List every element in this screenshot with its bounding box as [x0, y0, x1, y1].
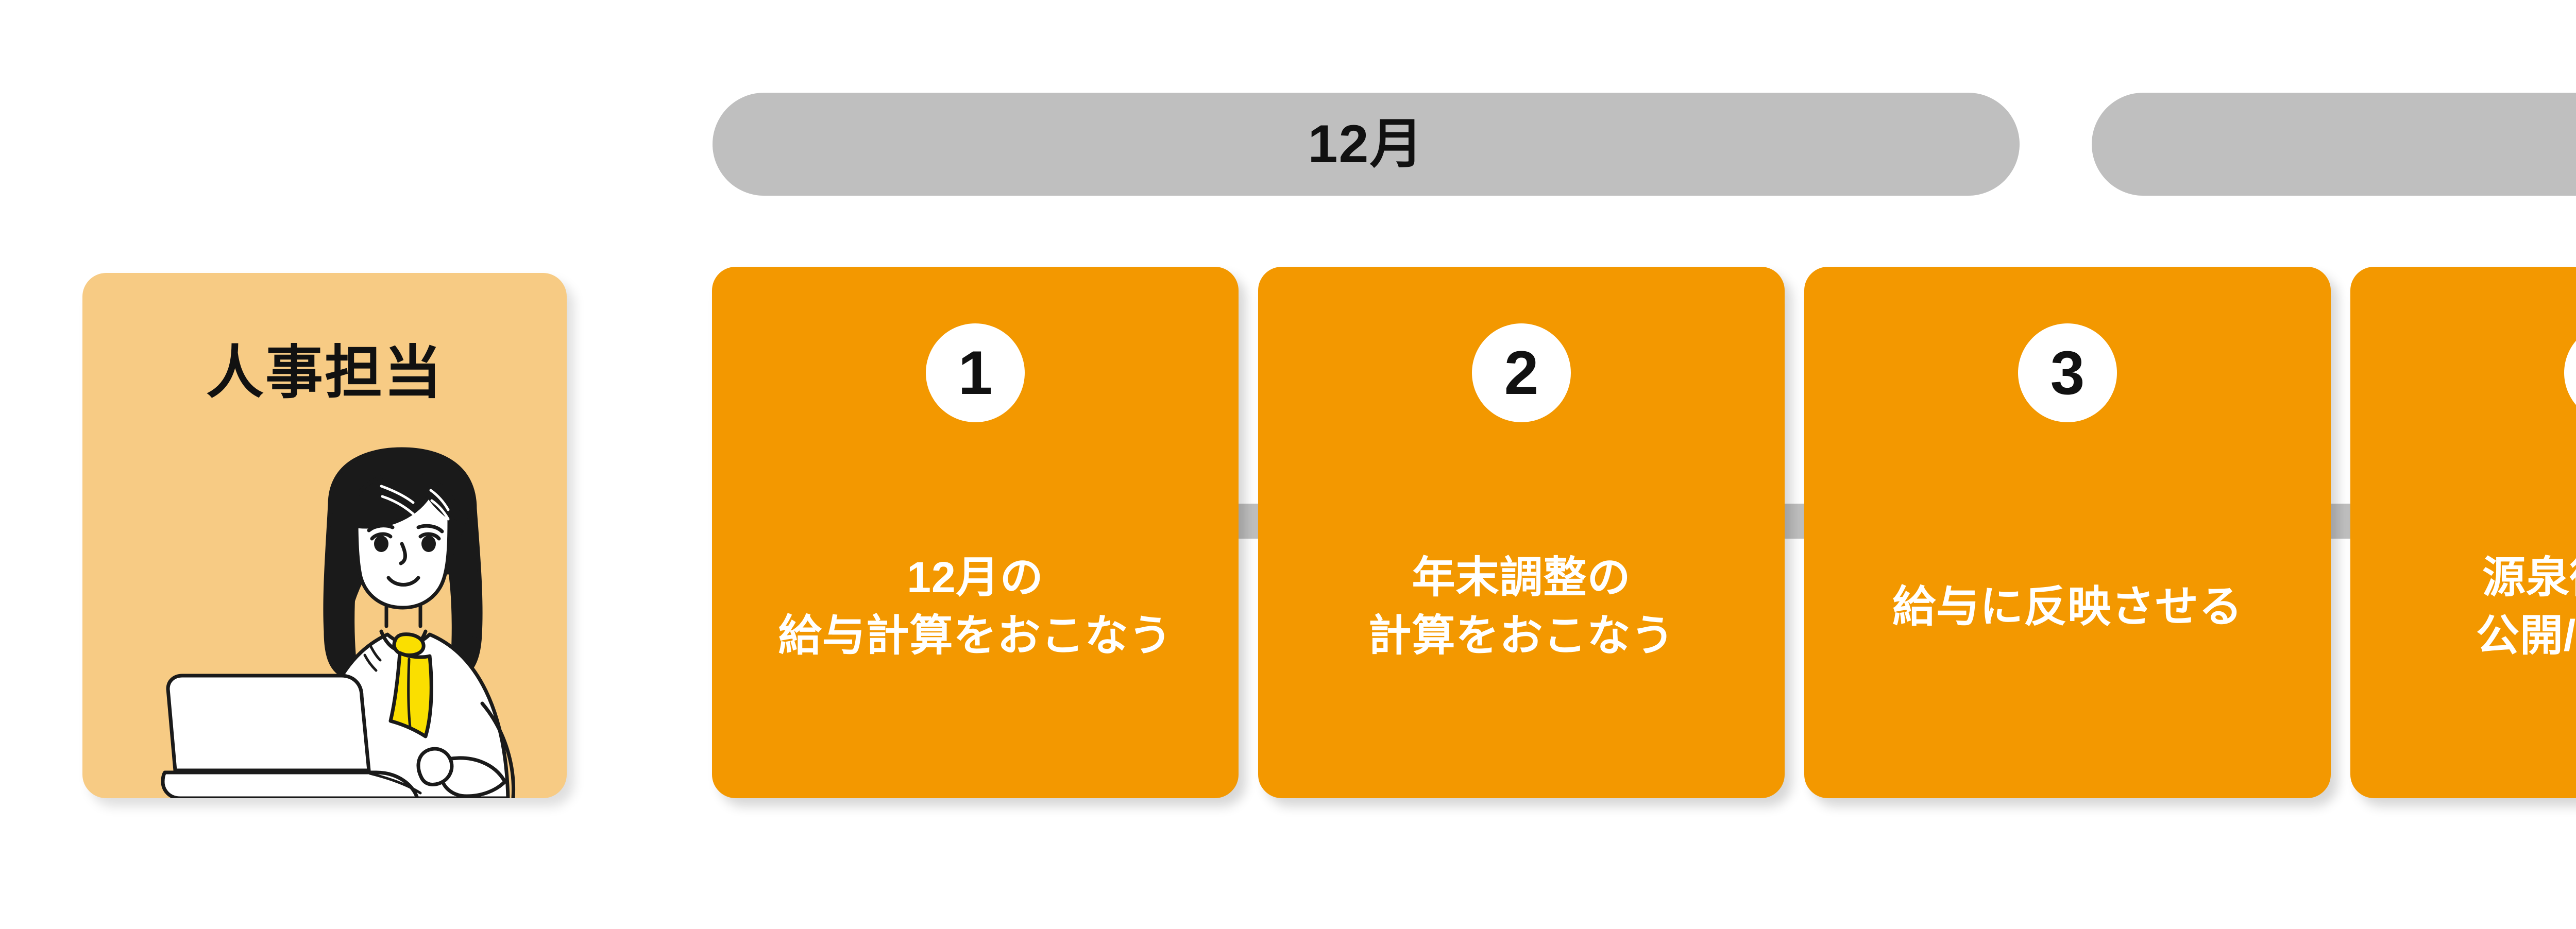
step-number: 3 — [2050, 338, 2085, 407]
month-pill-2: 1月 — [2092, 93, 2576, 196]
step-number-badge: 4 — [2564, 323, 2576, 422]
step-number: 1 — [958, 338, 993, 407]
step-number: 2 — [1504, 338, 1539, 407]
step-label-line: 12月の — [907, 553, 1044, 602]
step-number-badge: 3 — [2018, 323, 2117, 422]
step-label: 給与に反映させる — [1817, 462, 2318, 751]
step-card-1[interactable]: 1 12月の給与計算をおこなう — [712, 267, 1239, 798]
step-label-line: 年末調整の — [1412, 553, 1631, 602]
step-label-line: 計算をおこなう — [1368, 611, 1675, 660]
persona-card-hr-staff: 人事担当 — [82, 273, 567, 798]
step-label: 源泉徴収票を公開/出力する — [2363, 462, 2576, 751]
step-number-badge: 2 — [1472, 323, 1571, 422]
persona-title: 人事担当 — [206, 340, 443, 405]
month-pill-1: 12月 — [713, 93, 2020, 196]
step-card-4[interactable]: 4 源泉徴収票を公開/出力する — [2350, 267, 2576, 798]
step-label-line: 源泉徴収票を — [2482, 553, 2576, 602]
month-label: 12月 — [1308, 114, 1425, 174]
step-card-2[interactable]: 2 年末調整の計算をおこなう — [1258, 267, 1785, 798]
step-label: 年末調整の計算をおこなう — [1270, 462, 1772, 751]
step-label-line: 給与計算をおこなう — [778, 611, 1173, 660]
step-number-badge: 1 — [926, 323, 1025, 422]
step-card-3[interactable]: 3 給与に反映させる — [1804, 267, 2331, 798]
step-label: 12月の給与計算をおこなう — [724, 462, 1226, 751]
step-label-line: 公開/出力する — [2476, 611, 2576, 660]
woman-at-laptop-illustration — [161, 447, 516, 798]
step-label-line: 給与に反映させる — [1892, 582, 2243, 631]
